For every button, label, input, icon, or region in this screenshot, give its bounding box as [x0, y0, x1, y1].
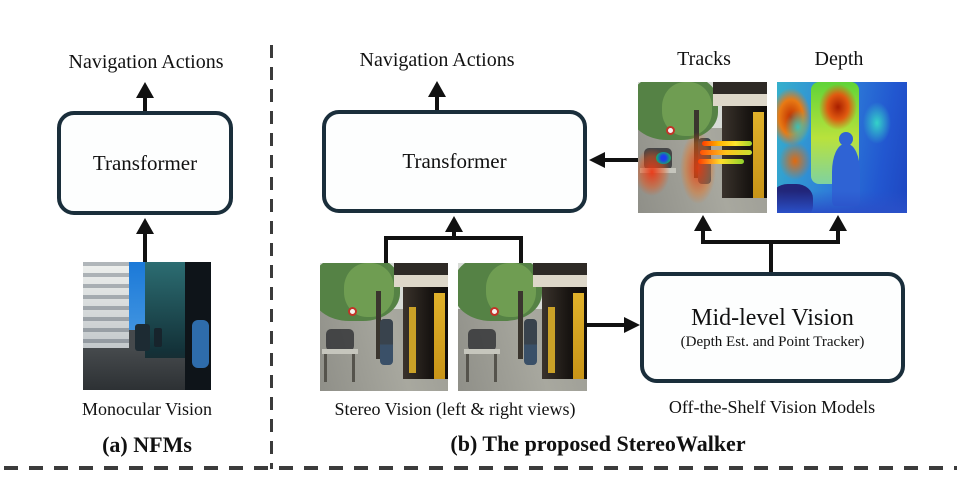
stereo-l-roof: [394, 263, 448, 275]
stereo-l-table-leg: [324, 354, 327, 382]
arrow-tracks-to-transformer-head: [589, 152, 605, 168]
figure-divider-horizontal: [4, 466, 957, 470]
arrow-stereo-to-midlevel-head: [624, 317, 640, 333]
stereo-r-sign: [490, 307, 499, 316]
tracks-awning: [712, 94, 767, 106]
arrow-stereo-to-midlevel-stem: [587, 323, 624, 327]
transformer-box-b: Transformer: [322, 110, 587, 213]
stereo-l-table: [322, 349, 358, 354]
stereo-l-awning: [394, 275, 448, 287]
panel-a-output-label: Navigation Actions: [68, 51, 224, 73]
stereo-bracket-left-stub: [384, 236, 388, 263]
stereo-bracket-right-stub: [519, 236, 523, 263]
stereo-l-person: [380, 319, 393, 365]
transformer-a-label: Transformer: [92, 150, 198, 175]
stereo-l-table-leg-2: [352, 354, 355, 382]
mono-pedestrian: [135, 324, 150, 351]
arrow-stereo-to-transformer-stem: [452, 230, 456, 238]
arrow-midlevel-to-tracks-head: [694, 215, 712, 231]
stereo-l-chairs: [326, 329, 354, 351]
arrow-a-transformer-to-actions-stem: [143, 96, 147, 112]
mono-rider-leg: [192, 320, 209, 368]
tracks-pillar: [753, 112, 764, 198]
stereo-r-pillar: [573, 293, 584, 379]
stereo-l-pillar: [434, 293, 445, 379]
panel-a-caption: (a) NFMs: [102, 432, 192, 457]
panel-b-caption: (b) The proposed StereoWalker: [450, 431, 746, 456]
midlevel-branch-stem: [769, 240, 773, 273]
stereo-r-person: [524, 319, 537, 365]
tracks-sign: [666, 126, 675, 135]
depth-near-region-3: [779, 142, 811, 180]
arrow-a-transformer-to-actions-head: [136, 82, 154, 98]
arrow-midlevel-to-depth-stem: [836, 229, 840, 242]
transformer-box-a: Transformer: [57, 111, 233, 215]
stereo-l-pillar-2: [409, 307, 416, 373]
stereo-vision-caption: Stereo Vision (left & right views): [334, 399, 576, 419]
stereo-r-pillar-2: [548, 307, 555, 373]
stereo-right-image: [458, 263, 587, 391]
panel-divider-vertical: [270, 45, 273, 469]
stereo-r-chairs: [468, 329, 496, 351]
depth-person-head: [839, 132, 853, 146]
stereo-r-roof: [532, 263, 587, 275]
depth-cyan-patch: [863, 102, 891, 144]
stereo-l-trunk: [376, 291, 381, 359]
tracks-roof: [712, 82, 767, 94]
depth-near-region: [819, 84, 857, 130]
stereo-r-awning: [532, 275, 587, 287]
arrow-a-image-to-transformer-stem: [143, 232, 147, 263]
transformer-b-label: Transformer: [402, 149, 507, 173]
stereo-l-sign: [348, 307, 357, 316]
midlevel-vision-title: Mid-level Vision: [691, 304, 854, 331]
mono-white-building: [83, 262, 129, 348]
arrow-tracks-to-transformer-stem: [604, 158, 638, 162]
offtheshelf-caption: Off-the-Shelf Vision Models: [668, 397, 876, 417]
stereo-r-table-leg: [466, 354, 469, 382]
tracks-overlay-streak-2: [700, 150, 752, 155]
arrow-b-transformer-to-actions-stem: [435, 95, 439, 111]
mono-glass-building: [145, 262, 189, 358]
monocular-vision-image: [83, 262, 211, 390]
stereo-r-table: [464, 349, 500, 354]
midlevel-vision-subtitle: (Depth Est. and Point Tracker): [680, 333, 865, 350]
arrow-stereo-to-transformer-head: [445, 216, 463, 232]
depth-title: Depth: [814, 48, 864, 70]
panel-b-output-label: Navigation Actions: [359, 49, 515, 71]
tracks-overlay-blue-dot: [656, 152, 671, 164]
mono-pedestrian-2: [154, 328, 162, 347]
depth-image: [777, 82, 907, 213]
tracks-image: [638, 82, 767, 213]
arrow-midlevel-to-depth-head: [829, 215, 847, 231]
arrow-midlevel-to-tracks-stem: [701, 229, 705, 242]
stereo-r-table-leg-2: [494, 354, 497, 382]
tracks-title: Tracks: [677, 48, 731, 70]
stereo-r-trunk: [518, 291, 523, 359]
stereo-left-image: [320, 263, 448, 391]
arrow-a-image-to-transformer-head: [136, 218, 154, 234]
midlevel-vision-box: Mid-level Vision (Depth Est. and Point T…: [640, 272, 905, 383]
depth-bottom-fade: [777, 191, 907, 213]
monocular-vision-caption: Monocular Vision: [81, 399, 213, 419]
depth-cyan-patch-2: [785, 110, 811, 144]
tracks-overlay-streak: [702, 141, 752, 146]
arrow-b-transformer-to-actions-head: [428, 81, 446, 97]
stereo-bracket-bar: [384, 236, 523, 240]
tracks-overlay-streak-3: [698, 159, 744, 164]
